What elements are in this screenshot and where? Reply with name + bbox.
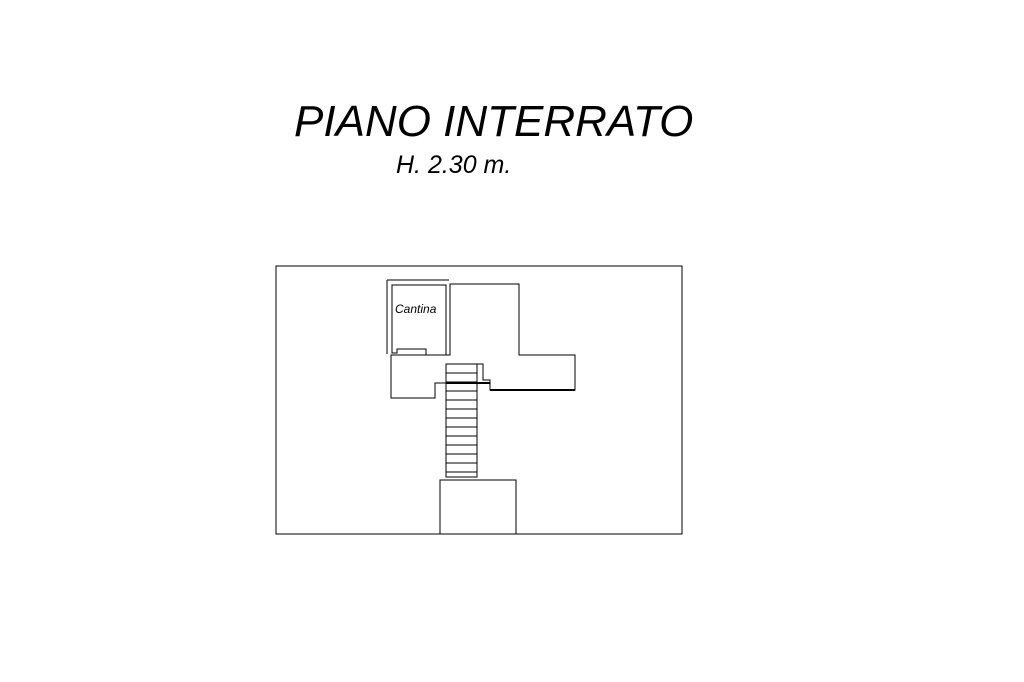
- cantina-room: Cantina: [386, 279, 449, 356]
- basement-corridor-outline: [390, 283, 576, 399]
- staircase: [445, 363, 478, 478]
- ceiling-height-note: H. 2.30 m.: [396, 151, 512, 179]
- room-label-cantina: Cantina: [395, 302, 437, 316]
- stair-landing: [439, 479, 517, 535]
- plan-frame: [275, 265, 683, 535]
- plan-title: PIANO INTERRATO: [294, 97, 694, 146]
